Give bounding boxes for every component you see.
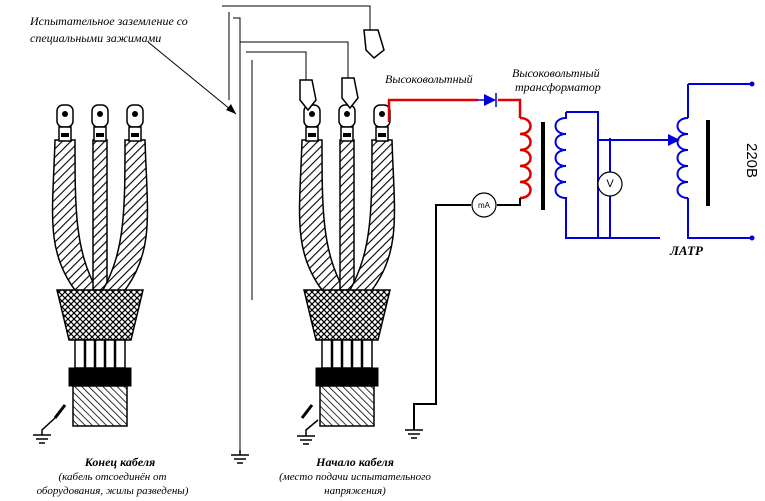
latr-label: ЛАТР — [670, 243, 703, 258]
cable-end-note-line2: оборудования, жилы разведены) — [36, 485, 189, 497]
latr-slider-arrow — [660, 134, 680, 146]
mains-voltage-label: 220В — [743, 142, 761, 179]
cable-start-title: Начало кабеля — [316, 455, 394, 469]
cable-start-note-line2: напряжения) — [324, 485, 386, 497]
high-voltage-wire — [387, 98, 532, 200]
grounding-clamps — [299, 29, 385, 112]
cable-end-ground-symbol — [33, 417, 56, 444]
hv-transformer-label-line1: Высоковольтный — [512, 66, 600, 80]
cable-start-termination — [298, 103, 396, 428]
voltmeter — [597, 171, 623, 197]
cable-start-ground-symbol — [297, 419, 319, 445]
test-grounding-wires — [222, 5, 371, 450]
main-ground-symbol — [231, 450, 249, 464]
mains-terminal-top — [749, 81, 755, 87]
milliammeter-label: mA — [478, 201, 490, 210]
low-voltage-circuit — [554, 83, 752, 239]
milliammeter — [471, 192, 497, 218]
mains-terminal-bottom — [749, 235, 755, 241]
return-wire — [413, 198, 521, 430]
grounding-label-line2: специальными зажимами — [30, 31, 162, 45]
voltmeter-label: V — [606, 178, 614, 190]
hv-transformer-label-line2: трансформатор — [515, 80, 601, 94]
cable-end-note-line1: (кабель отсоединён от — [58, 471, 167, 483]
cable-end-termination — [51, 103, 149, 428]
grounding-label-line1: Испытательное заземление со — [30, 14, 188, 28]
cable-start-note-line1: (место подачи испытательного — [279, 471, 431, 483]
cable-end-title: Конец кабеля — [84, 455, 156, 469]
diode — [478, 93, 497, 107]
hv-ground-symbol — [405, 429, 423, 439]
grounding-label-arrow — [147, 41, 237, 115]
hv-wire-label: Высоковольтный — [385, 72, 473, 86]
